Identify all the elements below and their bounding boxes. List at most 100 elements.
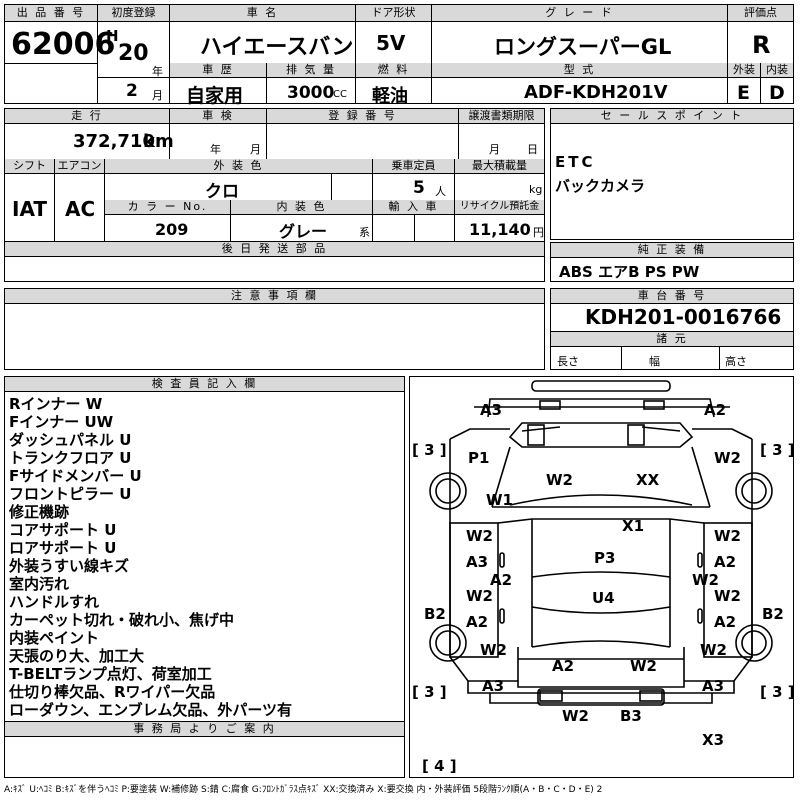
damage-mark: W2	[466, 587, 493, 605]
damage-mark: A3	[702, 677, 725, 695]
damage-mark: W2	[630, 657, 657, 675]
damage-mark: B3	[620, 707, 642, 725]
capacity-unit: 人	[435, 185, 446, 198]
grade-label: グ レ ー ド	[432, 5, 727, 22]
ac-value: AC	[65, 197, 96, 221]
inspector-note: Fサイドメンバー U	[9, 467, 142, 485]
int-color-label: 内 装 色	[231, 200, 372, 215]
damage-mark: W2	[562, 707, 589, 725]
caution-label: 注 意 事 項 欄	[5, 289, 544, 304]
damage-mark: W2	[714, 449, 741, 467]
sales-point-item: バックカメラ	[555, 177, 646, 195]
registration-month: 2	[126, 81, 138, 101]
exterior-label: 外装	[728, 63, 760, 78]
damage-mark: W2	[546, 471, 573, 489]
lot-number: 62006	[11, 27, 116, 62]
details-block: 走 行 372,710 km 車 検 年 月 登 録 番 号 譲渡書類期限 月 …	[4, 108, 545, 282]
chassis-number: KDH201-0016766	[585, 305, 782, 329]
color-no-value: 209	[155, 220, 189, 239]
import-label: 輸 入 車	[373, 200, 454, 215]
lot-label: 出 品 番 号	[5, 5, 97, 22]
door-value: 5V	[376, 31, 406, 55]
damage-mark: W2	[714, 527, 741, 545]
sales-points-label: セ ー ル ス ポ イ ン ト	[551, 109, 793, 124]
equipment-value: ABS エアB PS PW	[559, 263, 700, 281]
inspection-cell: 車 検 年 月	[170, 109, 267, 159]
equipment-block: 純 正 装 備 ABS エアB PS PW	[550, 242, 794, 282]
bracket-mark: [ 3 ]	[760, 683, 795, 701]
damage-mark: A2	[466, 613, 489, 631]
name-cell: 車 名 ハイエースバン	[170, 5, 356, 63]
vehicle-name: ハイエースバン	[200, 35, 354, 60]
bracket-mark: [ 3 ]	[760, 441, 795, 459]
inspector-note: フロントピラー U	[9, 485, 132, 503]
inspector-note: ハンドルすれ	[9, 593, 100, 611]
transfer-month-unit: 月	[489, 143, 500, 156]
inspector-note: 仕切り棒欠品、Rワイパー欠品	[9, 683, 216, 701]
fuel-cell: 燃 料 軽油	[356, 63, 432, 107]
inspector-note: Rインナー W	[9, 395, 103, 413]
inspector-note: ダッシュパネル U	[9, 431, 132, 449]
sales-point-item: ETC	[555, 153, 596, 171]
door-cell: ドア形状 5V	[356, 5, 432, 63]
inspector-note: 修正機跡	[9, 503, 70, 521]
damage-mark: W2	[480, 641, 507, 659]
exterior-cell: 外装 E	[728, 63, 761, 104]
ac-cell: エアコン AC	[55, 159, 105, 241]
score-value: R	[752, 31, 771, 59]
interior-value: D	[769, 82, 785, 104]
history-label: 車 歴	[170, 63, 266, 78]
model-value: ADF-KDH201V	[524, 82, 668, 103]
color-no-label: カ ラ ー No.	[105, 200, 230, 215]
damage-mark: W1	[486, 491, 513, 509]
office-label: 事 務 局 よ り ご 案 内	[5, 722, 404, 737]
transfer-cell: 譲渡書類期限 月 日	[459, 109, 544, 159]
damage-mark: A2	[704, 401, 727, 419]
capacity-value: 5	[413, 178, 425, 198]
month-unit: 月	[152, 89, 163, 102]
damage-mark: A2	[714, 553, 737, 571]
inspector-note: 天張のり大、加工大	[9, 647, 145, 665]
inspector-note: トランクフロア U	[9, 449, 132, 467]
damage-mark: A3	[482, 677, 505, 695]
recycle-cell: リサイクル預託金 11,140 円	[455, 200, 544, 241]
ext-color-label: 外 装 色	[105, 159, 372, 174]
transfer-label: 譲渡書類期限	[459, 109, 544, 124]
grade-value: ロングスーパーGL	[494, 35, 672, 59]
inspector-note: 内装ペイント	[9, 629, 100, 647]
damage-mark: A2	[714, 613, 737, 631]
damage-mark: B2	[762, 605, 784, 623]
damage-mark: W2	[714, 587, 741, 605]
dims-label: 諸 元	[551, 332, 793, 347]
damage-mark: XX	[636, 471, 660, 489]
history-value: 自家用	[186, 85, 244, 107]
displacement-value: 3000	[287, 83, 335, 103]
mileage-cell: 走 行 372,710 km	[5, 109, 174, 159]
damage-mark: W2	[692, 571, 719, 589]
ext-color-value: クロ	[205, 182, 239, 202]
inspector-note: ローダウン、エンブレム欠品、外パーツ有	[9, 701, 293, 719]
interior-label: 内装	[761, 63, 793, 78]
inspector-notes: Rインナー W Fインナー UW ダッシュパネル U トランクフロア U Fサイ…	[9, 395, 292, 719]
transfer-day-unit: 日	[527, 143, 538, 156]
registration-label: 初度登録	[98, 5, 169, 22]
year-unit: 年	[152, 65, 163, 78]
era: H	[106, 27, 119, 45]
bracket-mark: [ 4 ]	[422, 757, 457, 775]
sales-points-block: セ ー ル ス ポ イ ン ト ETC バックカメラ	[550, 108, 794, 240]
inspector-note: T-BELTランプ点灯、荷室加工	[9, 665, 212, 683]
ac-label: エアコン	[55, 159, 104, 174]
damage-mark: P1	[468, 449, 490, 467]
plate-label: 登 録 番 号	[267, 109, 458, 124]
name-label: 車 名	[170, 5, 355, 22]
header-block: 出 品 番 号 62006 初度登録 H 20 年 2 月 車 名 ハイエースバ…	[4, 4, 794, 107]
inspection-month-unit: 月	[250, 143, 261, 156]
model-label: 型 式	[432, 63, 727, 78]
chassis-label: 車 台 番 号	[551, 289, 793, 304]
inspector-note: カーペット切れ・破れ小、焦げ中	[9, 611, 235, 629]
displacement-cell: 排 気 量 3000 CC	[267, 63, 356, 103]
import-cell: 輸 入 車	[373, 200, 455, 241]
recycle-label: リサイクル預託金	[455, 200, 544, 215]
inspector-note: Fインナー UW	[9, 413, 114, 431]
damage-mark: X3	[702, 731, 725, 749]
